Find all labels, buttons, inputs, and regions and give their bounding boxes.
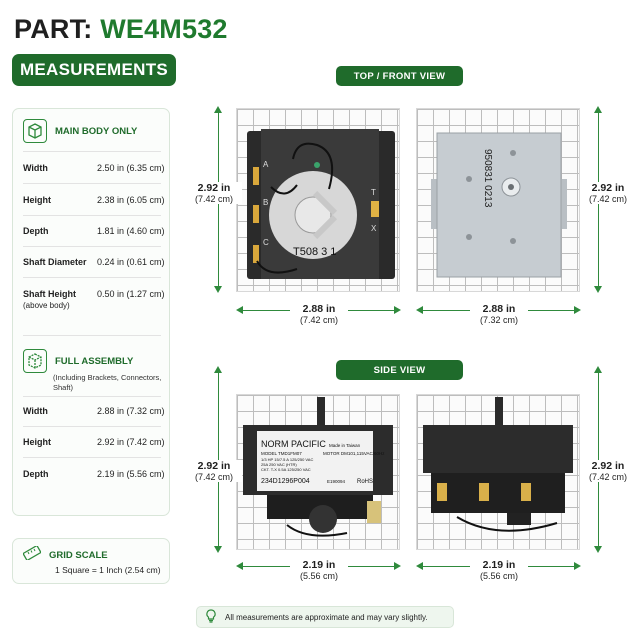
svg-text:X: X — [371, 224, 377, 233]
full-assembly-header: FULL ASSEMBLY — [23, 349, 133, 373]
dim-sv-right-height: 2.92 in(7.42 cm) — [580, 460, 636, 482]
svg-text:Made in Taiwan: Made in Taiwan — [329, 443, 361, 448]
dim-sv-left-height: 2.92 in(7.42 cm) — [186, 460, 242, 482]
full-assembly-title: FULL ASSEMBLY — [55, 355, 134, 367]
disclaimer-bar: All measurements are approximate and may… — [196, 606, 454, 628]
label-brand: NORM PACIFIC — [261, 439, 326, 449]
top-front-view-label: TOP / FRONT VIEW — [336, 66, 463, 86]
svg-text:MOTOR DM101,115VAC/60Hz: MOTOR DM101,115VAC/60Hz — [323, 451, 385, 456]
full-assembly-note: (Including Brackets, Connectors, Shaft) — [53, 373, 162, 392]
cube-icon — [23, 119, 47, 143]
svg-text:234D1296P004: 234D1296P004 — [261, 478, 310, 485]
svg-text:RoHS: RoHS — [357, 479, 373, 485]
measurement-panel: MAIN BODY ONLY Width 2.50 in (6.35 cm) H… — [12, 108, 170, 516]
dim-tf-right-width: 2.88 in(7.32 cm) — [470, 303, 528, 325]
front-serial: T508 3 1 — [293, 246, 336, 258]
svg-text:C: C — [263, 238, 269, 247]
svg-text:1/3 HP 15/7.5 A 125/250 VA: 1/3 HP 15/7.5 A 125/250 VAC — [261, 457, 313, 462]
svg-text:T: T — [371, 188, 376, 197]
grid-scale-box: GRID SCALE 1 Square = 1 Inch (2.54 cm) — [12, 538, 170, 584]
dim-tf-left-height: 2.92 in(7.42 cm) — [186, 182, 242, 204]
measurements-banner: MEASUREMENTS — [12, 54, 176, 86]
front-view-photo: A B C T X T508 3 1 — [236, 108, 400, 292]
title-prefix: PART: — [14, 14, 93, 44]
back-view-photo: 950831 0213 — [416, 108, 580, 292]
side-view-left-photo: NORM PACIFIC MODEL TMD1FM07 1/3 HP 15/7.… — [236, 394, 400, 550]
svg-text:E190094: E190094 — [327, 479, 346, 484]
svg-text:MODEL TMD1FM07: MODEL TMD1FM07 — [261, 451, 302, 456]
svg-text:B: B — [263, 198, 268, 207]
ruler-icon — [22, 544, 42, 565]
page-title: PART: WE4M532 — [14, 14, 228, 45]
grid-scale-text: 1 Square = 1 Inch (2.54 cm) — [55, 565, 161, 575]
svg-text:A: A — [263, 160, 269, 169]
dim-tf-right-height: 2.92 in(7.42 cm) — [580, 182, 636, 204]
side-view-label: SIDE VIEW — [336, 360, 463, 380]
svg-text:CKT. T-X 0.5A 125/250 VAC: CKT. T-X 0.5A 125/250 VAC — [261, 467, 311, 472]
svg-text:25A 250 VAC (HTR): 25A 250 VAC (HTR) — [261, 462, 297, 467]
dim-sv-left-width: 2.19 in(5.56 cm) — [290, 559, 348, 581]
dim-tf-left-width: 2.88 in(7.42 cm) — [290, 303, 348, 325]
main-body-title: MAIN BODY ONLY — [55, 125, 138, 137]
main-body-header: MAIN BODY ONLY — [23, 119, 137, 143]
disclaimer-text: All measurements are approximate and may… — [225, 612, 428, 622]
assembly-cube-icon — [23, 349, 47, 373]
lightbulb-icon — [205, 608, 217, 626]
grid-scale-title: GRID SCALE — [49, 550, 108, 561]
back-serial: 950831 0213 — [482, 149, 493, 208]
part-number: WE4M532 — [100, 14, 228, 44]
side-view-right-photo — [416, 394, 580, 550]
dim-sv-right-width: 2.19 in(5.56 cm) — [470, 559, 528, 581]
